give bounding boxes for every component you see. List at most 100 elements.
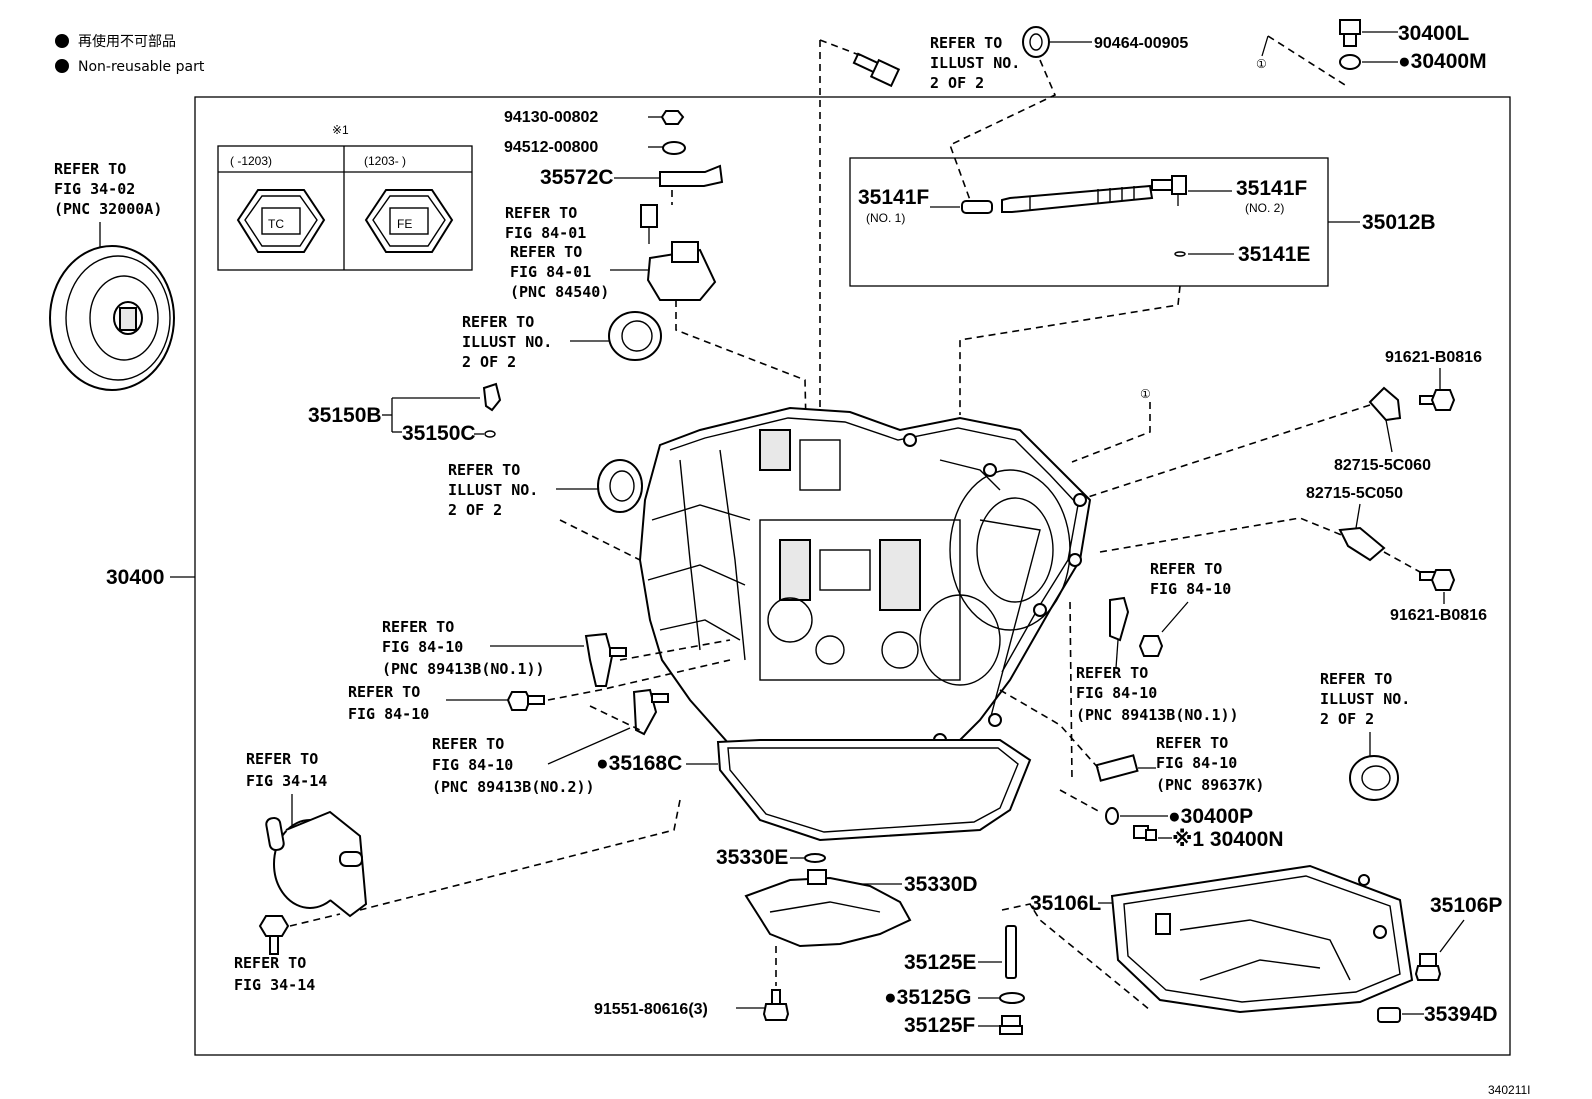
ref-text: 2 OF 2 [448,501,502,519]
part-number: 30400 [106,566,164,589]
speed-sensor-right [1109,596,1130,669]
part-number: 35141E [1238,243,1310,266]
part-number: 35150B [308,404,382,427]
magnet-35394D: 35394D [1377,1003,1498,1026]
ref-text: REFER TO [1320,670,1392,688]
inset-col2: (1203- ) [364,154,406,168]
clamp-90464: 90464-00905 [1022,26,1188,58]
bolt-91551: 91551-80616(3) [594,989,790,1021]
ref-text: FIG 84-10 [432,756,513,774]
bolt-91621-top: 91621-B0816 [1385,349,1482,411]
ref-text: REFER TO [1156,734,1228,752]
refer-fig8410-right2: REFER TO FIG 84-10 (PNC 89413B(NO.1)) [1076,664,1239,724]
part-number: 35330D [904,873,978,896]
refer-fig8410-left2: REFER TO FIG 84-10 [348,683,545,723]
inset-mark: ※1 [332,123,349,137]
bracket-82715-5C060: 82715-5C060 [1334,386,1431,474]
ref-text: FIG 84-01 [505,224,586,242]
bolt-91621-bot: 91621-B0816 [1390,569,1487,624]
part-number: ※1 30400N [1172,828,1284,851]
gasket-35168C: ●35168C [596,752,718,775]
part-number: 94130-00802 [504,109,598,126]
ref-text: (PNC 89413B(NO.1)) [1076,706,1239,724]
part-number: ●35168C [596,752,682,775]
part-number: 35125E [904,951,976,974]
plug-30400N: ※1 30400N [1133,825,1284,851]
ref-text: 2 OF 2 [462,353,516,371]
part-number: 35141F [858,186,929,209]
transaxle-housing [638,406,1092,842]
transaxle-30400-label: 30400 [106,566,195,589]
part-number: 35012B [1362,211,1436,234]
hex-bolt-icon [364,189,454,253]
ref-text: FIG 34-14 [234,976,315,994]
refer-fig3414-a: REFER TO FIG 34-14 [246,750,327,830]
part-number: 35106L [1030,892,1101,915]
part-number: 30400L [1398,22,1469,45]
ref-text: FIG 84-10 [1150,580,1231,598]
ref-text: FIG 34-14 [246,772,327,790]
part-number: 82715-5C050 [1306,485,1403,502]
part-number: 35394D [1424,1003,1498,1026]
plug-30400L: 30400L ●30400M [1339,19,1487,73]
ref-text: 2 OF 2 [930,74,984,92]
refer-fig8410-right1: REFER TO FIG 84-10 [1138,560,1231,657]
ref-text: ILLUST NO. [448,481,538,499]
ref-text: FIG 34-02 [54,180,135,198]
circle-marker: ① [1140,387,1151,401]
nonreusable-bullet-icon [55,59,69,73]
refer-fig8410-left3: REFER TO FIG 84-10 (PNC 89413B(NO.2)) [432,688,669,796]
ref-text: ILLUST NO. [930,54,1020,72]
ref-text: REFER TO [1076,664,1148,682]
ref-text: FIG 84-10 [348,705,429,723]
inset-col1: ( -1203) [230,154,272,168]
refer-illust-seal1: REFER TO ILLUST NO. 2 OF 2 [462,311,662,371]
refer-illust-top: REFER TO ILLUST NO. 2 OF 2 [930,34,1020,92]
ref-text: FIG 84-01 [510,263,591,281]
hex-bolt-icon [236,189,326,253]
legend-en: Non-reusable part [78,59,205,75]
part-number: 35330E [716,846,788,869]
part-number: 91621-B0816 [1390,607,1487,624]
part-sub: (NO. 1) [866,211,905,225]
ref-text: REFER TO [432,735,504,753]
ref-text: (PNC 89637K) [1156,776,1264,794]
oring-35330E: 35330E [716,846,826,869]
ref-text: FIG 84-10 [382,638,463,656]
part-number: 35106P [1430,894,1502,917]
part-number: 35125F [904,1014,975,1037]
part-number: 35572C [540,166,614,189]
oring-30400P: ●30400P [1105,805,1253,828]
ref-text: ILLUST NO. [462,333,552,351]
refer-fig8401-a: REFER TO FIG 84-01 [505,204,658,244]
ref-text: REFER TO [1150,560,1222,578]
refer-illust-right: REFER TO ILLUST NO. 2 OF 2 [1320,670,1410,801]
ref-text: REFER TO [234,954,306,972]
refer-fig8410-right3: REFER TO FIG 84-10 (PNC 89637K) [1095,734,1264,794]
bracket-82715-5C050: 82715-5C050 [1306,485,1403,562]
legend-ja: 再使用不可部品 [78,33,176,50]
part-number: ●30400M [1398,50,1487,73]
strainer-35330D: 35330D [744,869,978,948]
oil-pan-35106L: 35106L [1030,864,1414,1014]
part-number: 82715-5C060 [1334,457,1431,474]
ref-text: REFER TO [54,160,126,178]
part-number: ●30400P [1168,805,1253,828]
torque-converter: REFER TO FIG 34-02 (PNC 32000A) [49,160,175,391]
legend: 再使用不可部品 Non-reusable part [55,33,205,75]
bolt-top [852,52,901,88]
refer-fig8410-left1: REFER TO FIG 84-10 (PNC 89413B(NO.1)) [382,618,627,687]
washer-94512: 94512-00800 [504,139,686,156]
ref-text: 2 OF 2 [1320,710,1374,728]
part-number: 35150C [402,422,476,445]
part-number: ●35125G [884,986,971,1009]
stamp-tc: TC [268,217,284,231]
refer-fig3414-b: REFER TO FIG 34-14 [234,913,341,994]
stamp-fe: FE [397,217,412,231]
bracket-35572C: 35572C [540,164,724,189]
oil-cooler [265,810,368,918]
plug-35125F: 35125F [904,1014,1023,1037]
ref-text: FIG 84-10 [1156,754,1237,772]
ref-text: REFER TO [510,243,582,261]
part-number: 94512-00800 [504,139,598,156]
